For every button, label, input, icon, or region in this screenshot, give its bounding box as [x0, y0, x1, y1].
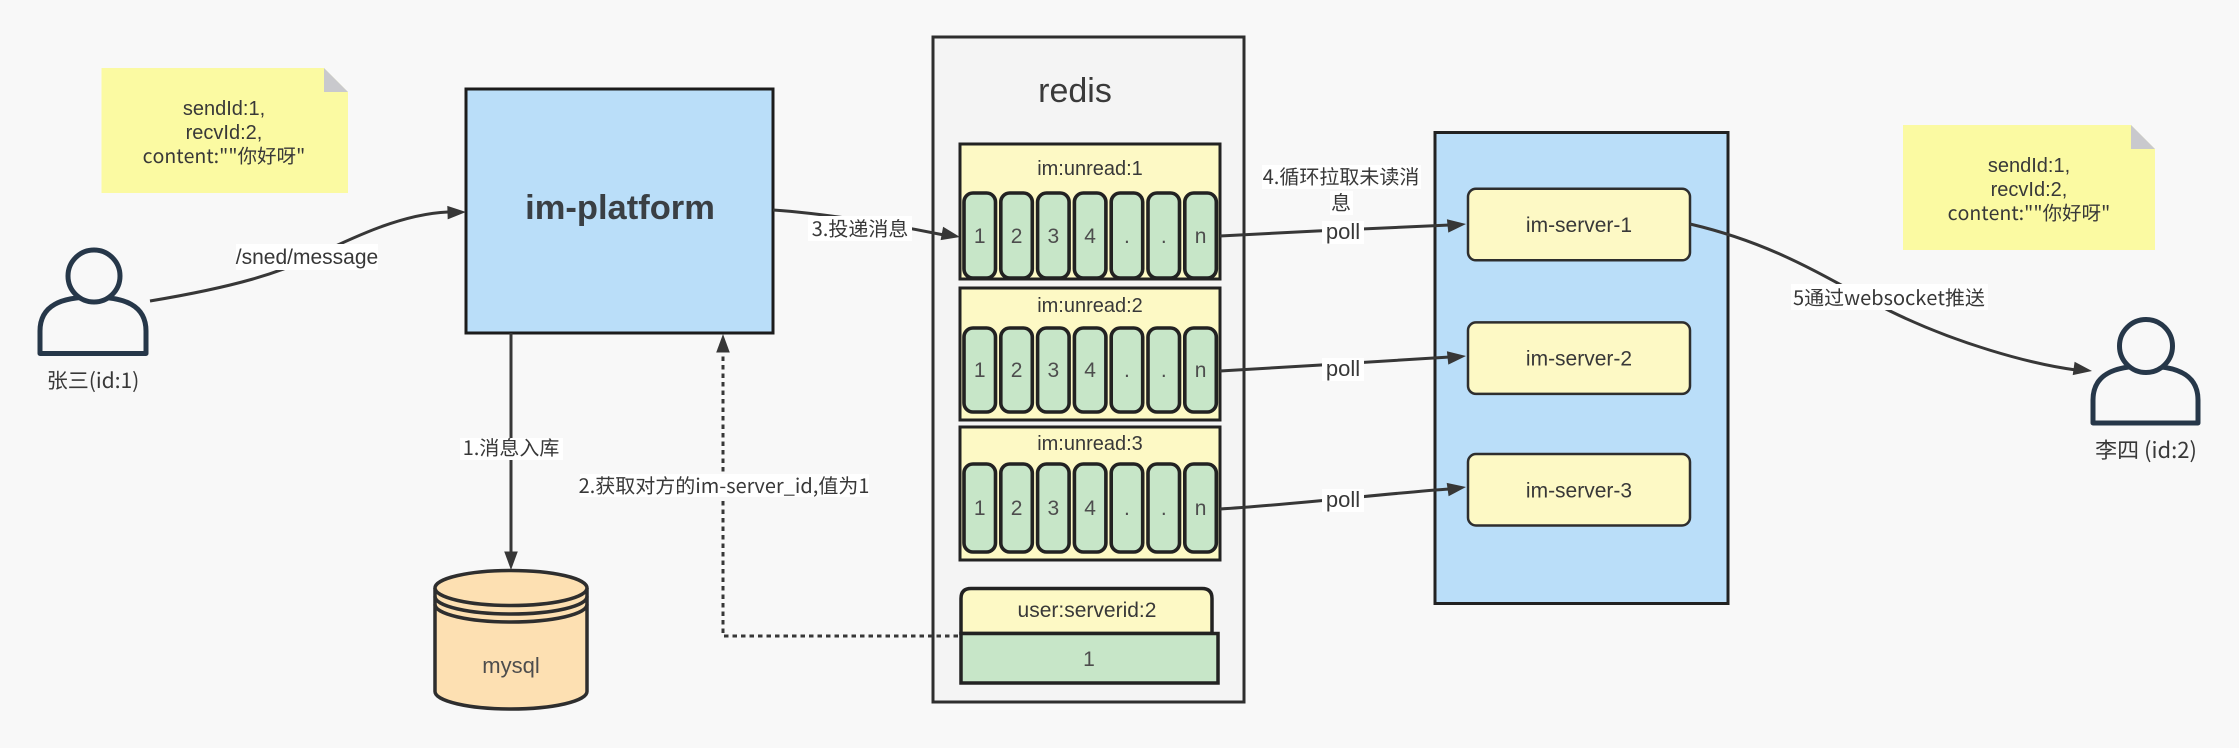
- svg-text:im-server-1: im-server-1: [1526, 214, 1632, 237]
- svg-text:/sned/message: /sned/message: [236, 246, 378, 269]
- svg-text:4: 4: [1084, 225, 1096, 248]
- svg-text:user:serverid:2: user:serverid:2: [1018, 599, 1157, 622]
- svg-text:n: n: [1195, 359, 1207, 382]
- svg-text:im-server-2: im-server-2: [1526, 348, 1632, 371]
- svg-text:im-platform: im-platform: [525, 189, 715, 227]
- svg-text:1: 1: [974, 497, 986, 520]
- svg-text:.: .: [1161, 225, 1167, 248]
- svg-text:3: 3: [1048, 225, 1060, 248]
- svg-text:poll: poll: [1326, 219, 1360, 244]
- svg-text:2: 2: [1011, 225, 1023, 248]
- svg-text:1: 1: [974, 359, 986, 382]
- svg-text:im-server-3: im-server-3: [1526, 480, 1632, 503]
- svg-text:sendId:1,: sendId:1,: [1988, 155, 2070, 177]
- svg-text:2: 2: [1011, 497, 1023, 520]
- svg-text:im:unread:3: im:unread:3: [1037, 433, 1143, 455]
- svg-text:.: .: [1124, 359, 1130, 382]
- svg-text:4: 4: [1084, 497, 1096, 520]
- svg-text:sendId:1,: sendId:1,: [183, 98, 265, 120]
- svg-text:redis: redis: [1038, 72, 1112, 110]
- svg-text:.: .: [1161, 359, 1167, 382]
- svg-text:3: 3: [1048, 497, 1060, 520]
- svg-text:.: .: [1124, 497, 1130, 520]
- svg-text:recvId:2,: recvId:2,: [1991, 179, 2068, 201]
- svg-text:im:unread:1: im:unread:1: [1037, 158, 1143, 180]
- svg-text:poll: poll: [1326, 356, 1360, 381]
- svg-text:.: .: [1124, 225, 1130, 248]
- svg-text:n: n: [1195, 225, 1207, 248]
- svg-text:4: 4: [1084, 359, 1096, 382]
- svg-text:mysql: mysql: [482, 653, 539, 678]
- svg-text:n: n: [1195, 497, 1207, 520]
- svg-text:.: .: [1161, 497, 1167, 520]
- svg-text:3: 3: [1048, 359, 1060, 382]
- svg-text:poll: poll: [1326, 487, 1360, 512]
- svg-text:1: 1: [974, 225, 986, 248]
- svg-text:im:unread:2: im:unread:2: [1037, 295, 1143, 317]
- svg-text:recvId:2,: recvId:2,: [186, 122, 263, 144]
- svg-text:1: 1: [1083, 648, 1095, 671]
- svg-text:2: 2: [1011, 359, 1023, 382]
